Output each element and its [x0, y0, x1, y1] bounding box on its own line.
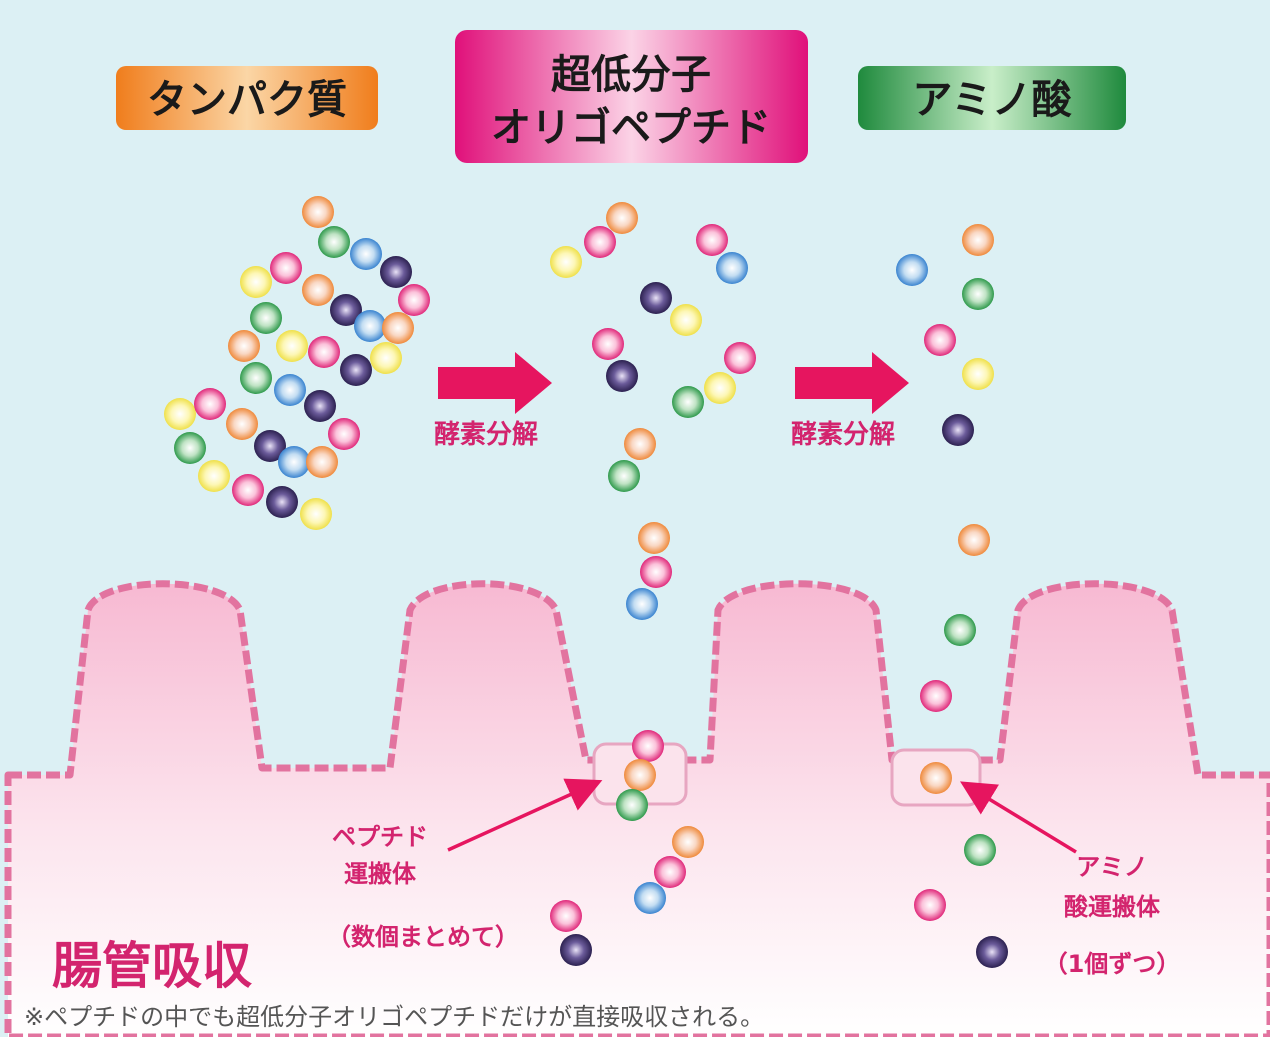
molecule-ball: [302, 274, 334, 306]
molecule-ball: [240, 362, 272, 394]
molecule-ball: [962, 278, 994, 310]
amino-carrier-label-line1: アミノ: [1076, 853, 1148, 881]
molecule-ball: [306, 446, 338, 478]
molecule-ball: [550, 900, 582, 932]
molecule-ball: [624, 759, 656, 791]
molecule-ball: [616, 789, 648, 821]
molecule-ball: [704, 372, 736, 404]
molecule-ball: [716, 252, 748, 284]
molecule-ball: [232, 474, 264, 506]
molecule-ball: [672, 386, 704, 418]
protein-label: タンパク質: [147, 77, 347, 123]
molecule-ball: [896, 254, 928, 286]
molecule-ball: [226, 408, 258, 440]
molecule-ball: [370, 342, 402, 374]
intestinal-absorption-title: 腸管吸収: [52, 937, 252, 995]
molecule-ball: [308, 336, 340, 368]
molecule-ball: [920, 762, 952, 794]
molecule-ball: [924, 324, 956, 356]
molecule-ball: [266, 486, 298, 518]
molecule-ball: [638, 522, 670, 554]
molecule-ball: [626, 588, 658, 620]
molecule-ball: [640, 282, 672, 314]
molecule-ball: [670, 304, 702, 336]
molecule-ball: [624, 428, 656, 460]
molecule-ball: [240, 266, 272, 298]
molecule-ball: [962, 224, 994, 256]
molecule-ball: [354, 310, 386, 342]
footnote: ※ペプチドの中でも超低分子オリゴペプチドだけが直接吸収される。: [24, 1003, 764, 1031]
molecule-ball: [964, 834, 996, 866]
molecule-balls: [164, 196, 1008, 968]
molecule-ball: [976, 936, 1008, 968]
molecule-ball: [724, 342, 756, 374]
molecule-ball: [304, 390, 336, 422]
molecule-ball: [608, 460, 640, 492]
molecule-ball: [198, 460, 230, 492]
molecule-ball: [606, 202, 638, 234]
molecule-ball: [920, 680, 952, 712]
molecule-ball: [398, 284, 430, 316]
molecule-ball: [340, 354, 372, 386]
peptide-carrier-note: （数個まとめて）: [327, 923, 519, 951]
peptide-carrier-label-line1: ペプチド: [332, 823, 428, 851]
amino-carrier-label-line2: 酸運搬体: [1064, 893, 1161, 921]
enzyme-label-1: 酵素分解: [434, 420, 538, 450]
molecule-ball: [302, 196, 334, 228]
molecule-ball: [164, 398, 196, 430]
molecule-ball: [254, 430, 286, 462]
molecule-ball: [380, 256, 412, 288]
molecule-ball: [606, 360, 638, 392]
molecule-ball: [300, 498, 332, 530]
molecule-ball: [584, 226, 616, 258]
molecule-ball: [640, 556, 672, 588]
peptide-carrier-arrow: [447, 778, 603, 852]
protein-badge: タンパク質: [116, 66, 378, 130]
molecule-ball: [318, 226, 350, 258]
molecule-ball: [250, 302, 282, 334]
molecule-ball: [672, 826, 704, 858]
molecule-ball: [330, 294, 362, 326]
molecule-ball: [194, 388, 226, 420]
enzyme-label-2: 酵素分解: [791, 420, 895, 450]
molecule-ball: [942, 414, 974, 446]
molecule-ball: [958, 524, 990, 556]
molecule-ball: [550, 246, 582, 278]
molecule-ball: [270, 252, 302, 284]
molecule-ball: [350, 238, 382, 270]
molecule-ball: [696, 224, 728, 256]
oligopeptide-label-line2: オリゴペプチド: [491, 105, 771, 151]
molecule-ball: [174, 432, 206, 464]
molecule-ball: [274, 374, 306, 406]
molecule-ball: [328, 418, 360, 450]
molecule-ball: [592, 328, 624, 360]
molecule-ball: [914, 889, 946, 921]
molecule-ball: [944, 614, 976, 646]
molecule-ball: [228, 330, 260, 362]
molecule-ball: [962, 358, 994, 390]
molecule-ball: [654, 856, 686, 888]
molecule-ball: [278, 446, 310, 478]
molecule-ball: [382, 312, 414, 344]
amino-carrier-note: （1個ずつ）: [1044, 950, 1181, 978]
oligopeptide-label-line1: 超低分子: [551, 52, 711, 98]
peptide-carrier-label-line2: 運搬体: [344, 860, 417, 888]
amino-acid-badge: アミノ酸: [858, 66, 1126, 130]
molecule-ball: [560, 934, 592, 966]
molecule-ball: [632, 730, 664, 762]
enzyme-arrow-2: [795, 352, 909, 414]
molecule-ball: [634, 882, 666, 914]
enzyme-arrow-1: [438, 352, 552, 414]
amino-carrier-arrow: [960, 781, 1077, 854]
molecule-ball: [276, 330, 308, 362]
oligopeptide-badge: 超低分子 オリゴペプチド: [455, 30, 808, 163]
amino-acid-label: アミノ酸: [912, 77, 1072, 123]
